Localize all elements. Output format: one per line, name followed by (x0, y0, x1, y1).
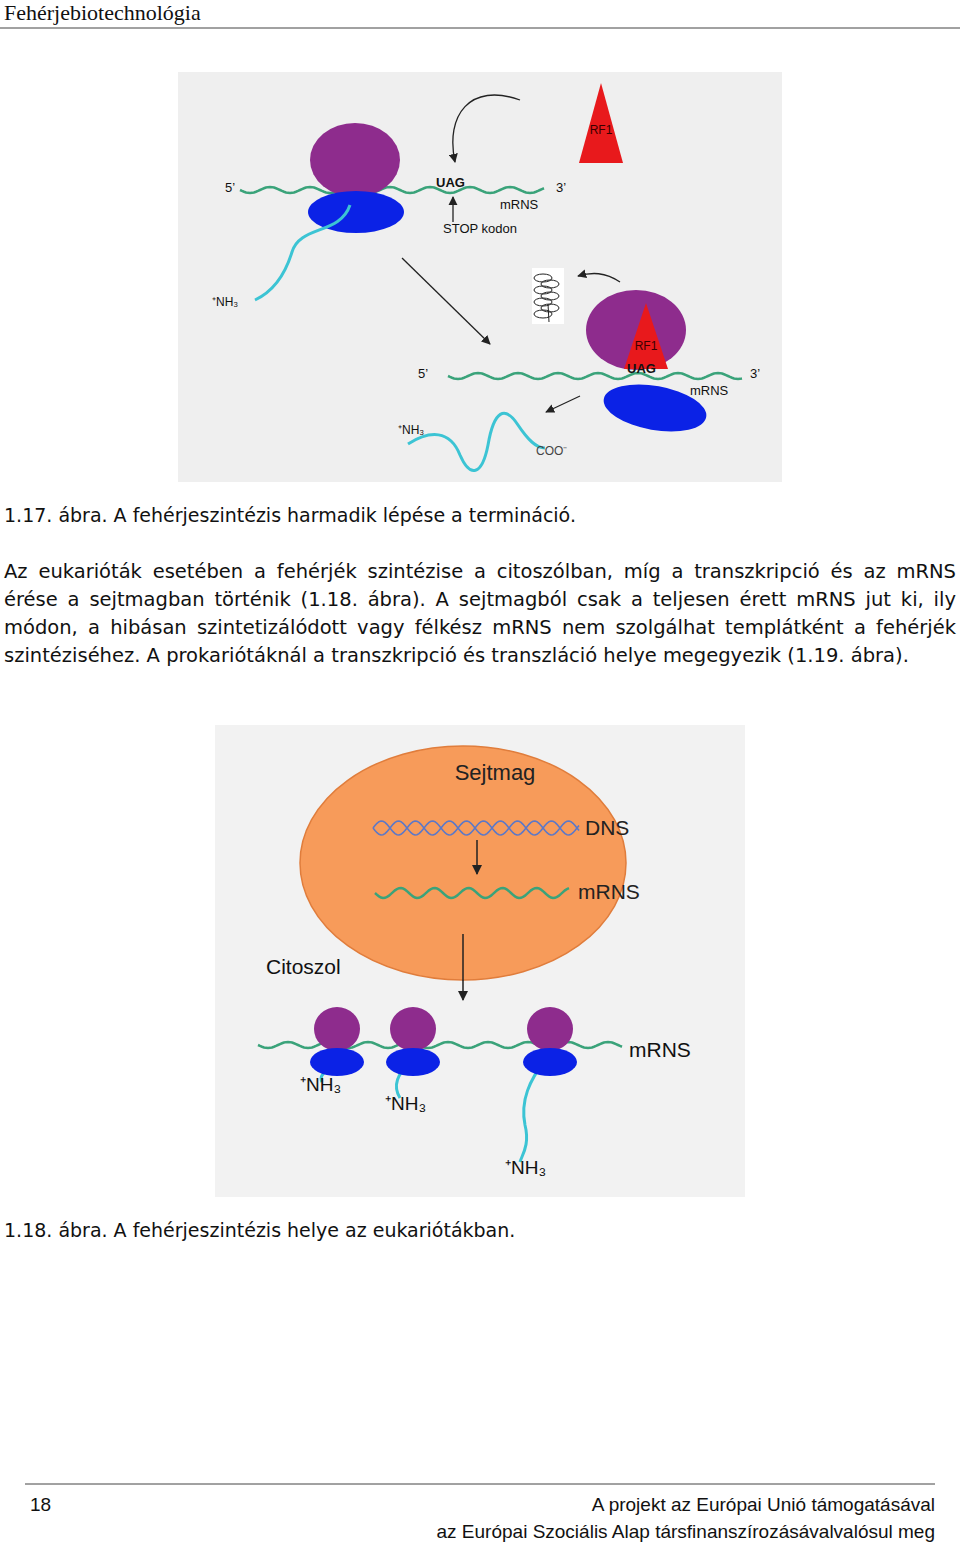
terminus-label: ⁺NH₃ (385, 1093, 426, 1115)
coil-loop (534, 298, 552, 306)
triangle (624, 303, 668, 369)
footer-note: A projekt az Európai Unió támogatásával (592, 1494, 935, 1516)
protein-panel (532, 268, 564, 324)
coil-tail (548, 304, 549, 322)
coil-loop (541, 304, 559, 312)
footer-rule (25, 1484, 935, 1485)
dna-helix (373, 821, 579, 835)
coil-loop (534, 286, 552, 294)
folded-protein (534, 274, 559, 322)
figure-caption: 1.17. ábra. A fehérjeszintézis harmadik … (4, 505, 576, 527)
strand-end: 3’ (556, 181, 566, 196)
ribosome-large (390, 1007, 436, 1051)
molecule-name: mRNS (629, 1038, 691, 1062)
terminus-label: ⁺NH₃ (398, 424, 424, 438)
mrna-strand (375, 888, 569, 898)
ribosome-large (586, 290, 686, 370)
footer-note: az Európai Szociális Alap társfinanszíro… (437, 1521, 935, 1543)
ribosome-large (310, 123, 400, 197)
figure-ground (215, 725, 745, 1197)
region-name: Citoszol (266, 955, 341, 979)
arrow (476, 840, 478, 874)
figure-ground (178, 72, 782, 482)
strand-end: 5’ (418, 367, 428, 382)
strand-end: 3’ (750, 367, 760, 382)
coil-loop (541, 280, 559, 288)
header-rule (0, 28, 960, 29)
arrow (578, 274, 620, 282)
molecule-name: mRNS (690, 384, 728, 399)
nucleus: SejtmagDNS mRNS (298, 744, 658, 982)
strand-end: 5’ (225, 181, 235, 196)
ribosomes (310, 1007, 577, 1162)
region-name: Sejtmag (455, 760, 536, 785)
coil-loop (541, 292, 559, 300)
codon: UAG (627, 362, 656, 377)
running-header: Fehérjebiotechnológia (4, 0, 201, 25)
triangle (579, 83, 623, 163)
ribosome-small (523, 1048, 577, 1076)
ribosome-small (310, 1048, 364, 1076)
terminus-label: ⁺NH₃ (505, 1157, 546, 1179)
factor-name: RF1 (590, 124, 613, 138)
terminus-label: ⁺NH₃ (212, 296, 238, 310)
arrow-stem (462, 934, 464, 981)
arrow (462, 978, 464, 1000)
arrow (546, 396, 580, 412)
factor-name: RF1 (635, 340, 658, 354)
ribosome-small (386, 1048, 440, 1076)
ribosome-large (527, 1007, 573, 1051)
peptide-chain (520, 1060, 545, 1162)
ribosome-large (314, 1007, 360, 1051)
release-factor: RF1 (578, 82, 624, 164)
figure-caption: 1.18. ábra. A fehérjeszintézis helye az … (4, 1220, 515, 1242)
arrow (453, 95, 520, 162)
terminus-label: COO⁻ (536, 445, 567, 459)
molecule-name: mRNS (578, 880, 640, 904)
codon: UAG (436, 176, 465, 191)
peptide-chain (255, 205, 350, 300)
mrna-strand (448, 373, 742, 379)
arrow (402, 258, 490, 344)
triangle-shape (578, 82, 624, 164)
released-protein (408, 413, 545, 470)
ellipse (300, 746, 626, 980)
triangle-shape (623, 302, 669, 370)
molecule-name: mRNS (500, 198, 538, 213)
ribosome-small (308, 191, 404, 233)
coil-loop (534, 310, 552, 318)
arrow (452, 197, 453, 222)
terminus-label: ⁺NH₃ (300, 1074, 341, 1096)
molecule-name: DNS (585, 816, 629, 840)
body-paragraph: Az eukarióták esetében a fehérjék szinté… (4, 558, 956, 670)
release-factor: RF1 (623, 302, 669, 370)
coil-loop (534, 274, 552, 282)
callout-text: STOP kodon (443, 222, 517, 237)
page-number: 18 (30, 1494, 51, 1516)
mrna-strand (240, 187, 544, 193)
